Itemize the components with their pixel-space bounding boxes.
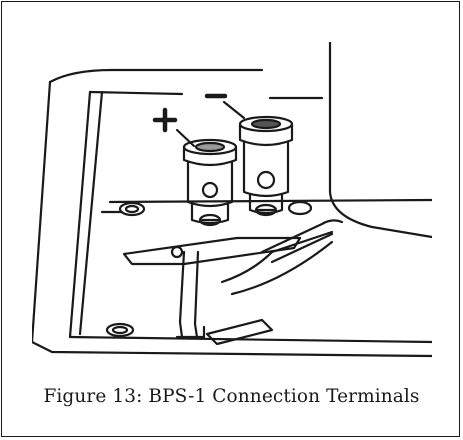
positive-terminal — [152, 107, 238, 227]
figure-caption: Figure 13: BPS-1 Connection Terminals — [43, 386, 420, 407]
terminal-bracket — [122, 219, 344, 346]
chassis-outline — [32, 42, 432, 358]
terminals-illustration — [32, 42, 432, 358]
mounting-holes — [105, 200, 313, 338]
negative-terminal — [204, 93, 294, 217]
